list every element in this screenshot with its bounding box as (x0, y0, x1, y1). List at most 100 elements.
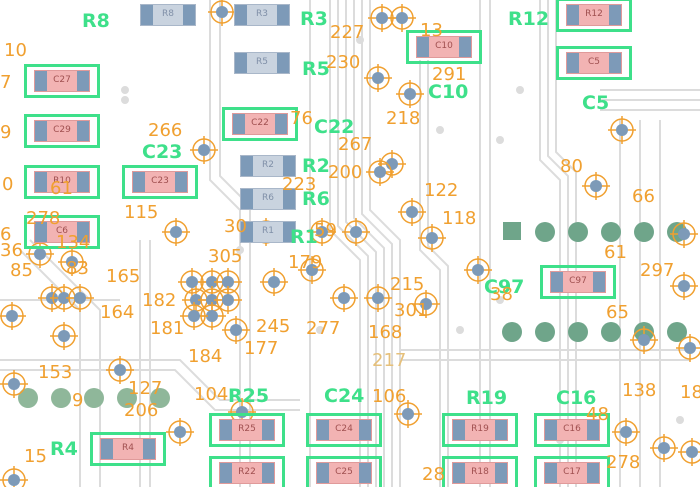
net-7: 7 (0, 72, 12, 93)
component-R1[interactable]: R1 (240, 221, 296, 243)
component-R8[interactable]: R8 (140, 4, 196, 26)
net-48: 48 (586, 404, 609, 425)
via (316, 226, 328, 238)
net-182: 182 (142, 290, 177, 311)
component-R3[interactable]: R3 (234, 4, 290, 26)
silk-outline-R10 (24, 165, 100, 199)
ref-R3: R3 (300, 8, 328, 30)
net-206: 206 (124, 400, 159, 421)
ref-R2: R2 (302, 155, 330, 177)
via (638, 334, 650, 346)
component-C10[interactable]: C10 (416, 36, 472, 58)
silk-outline-C22 (222, 107, 298, 141)
component-C16[interactable]: C16 (544, 419, 600, 441)
ref-C10: C10 (428, 81, 469, 103)
net-76: 76 (290, 108, 313, 129)
component-R12[interactable]: R12 (566, 4, 622, 26)
component-C17[interactable]: C17 (544, 462, 600, 484)
net-80: 80 (560, 156, 583, 177)
net-153: 153 (38, 362, 73, 383)
component-R18[interactable]: R18 (452, 462, 508, 484)
silk-outline-C5 (556, 46, 632, 80)
component-C97[interactable]: C97 (550, 271, 606, 293)
silk-outline-C29 (24, 114, 100, 148)
component-R25[interactable]: R25 (219, 419, 275, 441)
net-278-b: 278 (606, 452, 641, 473)
silk-outline-C10 (406, 30, 482, 64)
net-267: 267 (338, 134, 373, 155)
net-13: 13 (420, 20, 443, 41)
net-218: 218 (386, 108, 421, 129)
via (406, 206, 418, 218)
net-9-b: 9 (0, 122, 12, 143)
net-179: 179 (288, 252, 323, 273)
component-R4[interactable]: R4 (100, 438, 156, 460)
ref-C24: C24 (324, 385, 365, 407)
via (684, 342, 696, 354)
via (230, 324, 242, 336)
net-106: 106 (372, 386, 407, 407)
net-59: 59 (314, 220, 337, 241)
net-18: 18 (680, 382, 700, 403)
via (472, 264, 484, 276)
via (372, 292, 384, 304)
via (616, 124, 628, 136)
ref-R5: R5 (302, 58, 330, 80)
net-168: 168 (368, 322, 403, 343)
via (186, 276, 198, 288)
via (678, 228, 690, 240)
via (396, 12, 408, 24)
via (74, 292, 86, 304)
net-200: 200 (328, 162, 363, 183)
net-301: 301 (394, 300, 429, 321)
silk-outline-C97 (540, 265, 616, 299)
ref-R25: R25 (228, 385, 270, 407)
net-6: 6 (0, 224, 12, 245)
via (350, 226, 362, 238)
component-C5[interactable]: C5 (566, 52, 622, 74)
net-134: 134 (56, 232, 91, 253)
via (198, 144, 210, 156)
net-122: 122 (424, 180, 459, 201)
via (190, 294, 202, 306)
ref-R19: R19 (466, 387, 508, 409)
silk-outline-C16 (534, 413, 610, 447)
silk-outline-R19 (442, 413, 518, 447)
net-104: 104 (194, 384, 229, 405)
via (426, 232, 438, 244)
component-C29[interactable]: C29 (34, 120, 90, 142)
silk-outline-R12 (556, 0, 632, 32)
net-177: 177 (244, 338, 279, 359)
via (206, 276, 218, 288)
via (58, 330, 70, 342)
net-83: 83 (66, 258, 89, 279)
net-10: 10 (4, 40, 27, 61)
net-138: 138 (622, 380, 657, 401)
ref-R8: R8 (82, 10, 110, 32)
component-C27[interactable]: C27 (34, 70, 90, 92)
silk-outline-R25 (209, 413, 285, 447)
silk-outline-C24 (306, 413, 382, 447)
component-R19[interactable]: R19 (452, 419, 508, 441)
component-R10[interactable]: R10 (34, 171, 90, 193)
net-297: 297 (640, 260, 675, 281)
net-245: 245 (256, 316, 291, 337)
net-184: 184 (188, 346, 223, 367)
via (8, 474, 20, 486)
component-R5[interactable]: R5 (234, 52, 290, 74)
component-C25[interactable]: C25 (316, 462, 372, 484)
silk-outline-R4 (90, 432, 166, 466)
via (114, 364, 126, 376)
via (404, 88, 416, 100)
component-R22[interactable]: R22 (219, 462, 275, 484)
component-C6[interactable]: C6 (34, 221, 90, 243)
component-C22[interactable]: C22 (232, 113, 288, 135)
net-66: 66 (632, 186, 655, 207)
component-R2[interactable]: R2 (240, 155, 296, 177)
net-127: 127 (128, 378, 163, 399)
component-C23[interactable]: C23 (132, 171, 188, 193)
component-C24[interactable]: C24 (316, 419, 372, 441)
ref-C16: C16 (556, 387, 597, 409)
component-R6[interactable]: R6 (240, 188, 296, 210)
